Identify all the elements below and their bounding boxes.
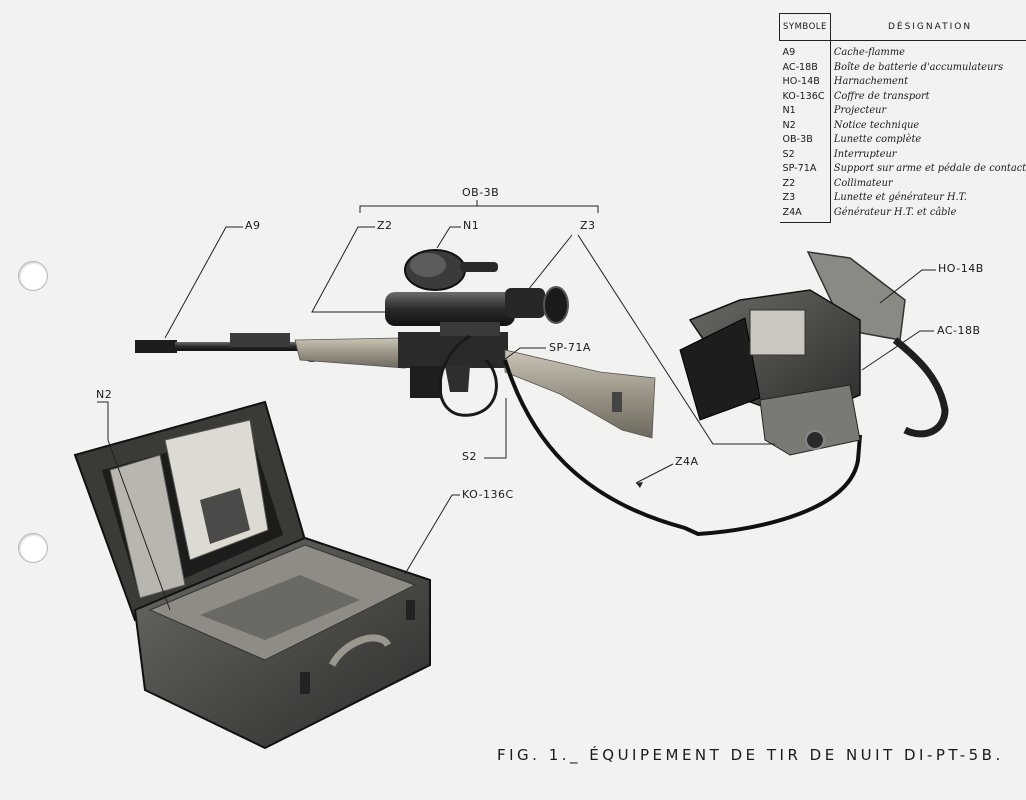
legend-symbol: HO-14B xyxy=(779,75,831,90)
legend-designation: Projecteur xyxy=(833,105,887,116)
callout-ho14b: HO-14B xyxy=(938,262,984,275)
legend-row: Z2 Collimateur xyxy=(779,176,1026,191)
legend-header-designation: DÉSIGNATION xyxy=(829,13,1026,41)
callout-z3: Z3 xyxy=(580,219,596,232)
callout-z2: Z2 xyxy=(377,219,393,232)
callout-ac18b: AC-18B xyxy=(937,324,981,337)
callout-ko136c: KO-136C xyxy=(462,488,514,501)
legend-symbol: Z3 xyxy=(779,191,831,206)
designation-legend-table: SYMBOLE DÉSIGNATION A9 Cache-flamme AC-1… xyxy=(779,13,1026,223)
legend-row: S2 Interrupteur xyxy=(779,147,1026,162)
legend-row: SP-71A Support sur arme et pédale de con… xyxy=(779,162,1026,177)
legend-symbol: KO-136C xyxy=(779,89,831,104)
binder-hole-top xyxy=(18,261,48,291)
callout-sp71a: SP-71A xyxy=(549,341,591,354)
legend-symbol: N2 xyxy=(779,118,831,133)
legend-row: Z3 Lunette et générateur H.T. xyxy=(779,191,1026,206)
legend-row: HO-14B Harnachement xyxy=(779,75,1026,90)
figure-caption: FIG. 1._ ÉQUIPEMENT DE TIR DE NUIT DI-PT… xyxy=(497,746,1004,764)
legend-designation: Collimateur xyxy=(833,177,893,189)
legend-symbol: A9 xyxy=(779,40,831,61)
callout-s2: S2 xyxy=(462,450,477,463)
binder-hole-bottom xyxy=(18,533,48,563)
legend-designation: Lunette et générateur H.T. xyxy=(833,192,967,203)
legend-designation: Support sur arme et pédale de contact xyxy=(833,163,1026,174)
legend-symbol: S2 xyxy=(779,147,831,162)
legend-designation: Boîte de batterie d'accumulateurs xyxy=(833,61,1004,73)
transport-case xyxy=(73,400,431,750)
legend-designation: Interrupteur xyxy=(833,148,897,160)
legend-symbol: SP-71A xyxy=(779,162,831,177)
hv-cable xyxy=(503,359,862,537)
battery-pack xyxy=(679,251,949,456)
legend-designation: Harnachement xyxy=(833,76,909,87)
legend-row: AC-18B Boîte de batterie d'accumulateurs xyxy=(779,60,1026,75)
callout-n2: N2 xyxy=(96,388,113,401)
legend-designation: Notice technique xyxy=(833,119,920,131)
legend-symbol: N1 xyxy=(779,104,831,119)
rifle xyxy=(135,332,656,439)
callout-a9: A9 xyxy=(245,219,261,232)
legend-designation: Générateur H.T. et câble xyxy=(833,206,957,218)
legend-row: A9 Cache-flamme xyxy=(779,40,1026,61)
callout-ob3b: OB-3B xyxy=(462,186,500,199)
legend-row: OB-3B Lunette complète xyxy=(779,133,1026,148)
leader-lines xyxy=(97,200,936,611)
night-scope xyxy=(385,249,569,417)
callout-n1: N1 xyxy=(463,219,480,232)
legend-row: Z4A Générateur H.T. et câble xyxy=(779,205,1026,223)
legend-symbol: OB-3B xyxy=(779,133,831,148)
legend-symbol: Z4A xyxy=(779,205,831,223)
legend-header-symbol: SYMBOLE xyxy=(779,13,831,41)
legend-designation: Lunette complète xyxy=(833,134,922,145)
legend-symbol: Z2 xyxy=(779,176,831,191)
legend-designation: Cache-flamme xyxy=(833,47,905,58)
legend-row: N2 Notice technique xyxy=(779,118,1026,133)
legend-row: KO-136C Coffre de transport xyxy=(779,89,1026,104)
legend-symbol: AC-18B xyxy=(779,60,831,75)
legend-row: N1 Projecteur xyxy=(779,104,1026,119)
legend-designation: Coffre de transport xyxy=(833,90,930,102)
callout-z4a: Z4A xyxy=(675,455,699,468)
